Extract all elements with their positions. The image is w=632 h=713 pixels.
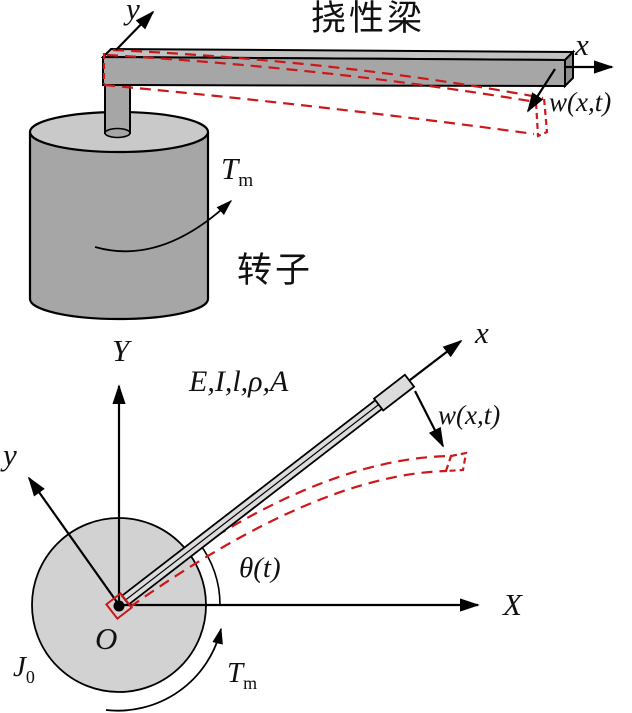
- origin-point: [113, 600, 125, 612]
- y-axis-label-bottom: y: [3, 437, 17, 472]
- deflected-top-front-edge: [106, 53, 537, 104]
- deflection-arrow-top: [527, 68, 556, 113]
- torque-arc-arrow-bottom: [105, 627, 223, 712]
- y-axis-label-top: y: [126, 0, 140, 26]
- y-axis-arrow-rotating: [27, 476, 120, 606]
- rotor-beam-3d-view: [28, 10, 614, 321]
- torque-label-bottom: Tm: [227, 657, 258, 693]
- Y-axis-label: Y: [112, 333, 130, 368]
- origin-label: O: [95, 621, 118, 656]
- flexible-beam-3d: [100, 47, 576, 89]
- deflected-top-back-edge: [112, 48, 544, 100]
- deflected-tip-section: [534, 96, 549, 138]
- deflection-arrow-bottom: [414, 390, 444, 448]
- beam-params-label: E,I,l,ρ,A: [189, 365, 289, 398]
- cylinder-body: [28, 132, 210, 321]
- deflected-lower-edge: [129, 469, 448, 608]
- theta-label: θ(t): [239, 552, 281, 584]
- deflected-bottom-edge: [103, 83, 535, 136]
- rotor-cylinder: [28, 110, 210, 321]
- x-axis-label-bottom: x: [475, 315, 489, 350]
- torque-arc-arrow-top: [94, 200, 233, 253]
- rotor-label: 转子: [237, 251, 314, 290]
- X-axis-label: X: [503, 587, 522, 622]
- x-axis-label-top: x: [575, 27, 589, 62]
- deflection-label-top: w(x,t): [549, 87, 612, 117]
- beam-centerline: [124, 381, 409, 601]
- rotating-beam-schematic: [27, 339, 480, 712]
- flexible-beam-title: 挠性梁: [311, 0, 426, 38]
- torque-label-top: Tm: [221, 151, 254, 192]
- deflected-beam-dashed-3d: [102, 48, 549, 138]
- deflection-label-bottom: w(x,t): [438, 400, 501, 430]
- deflected-tip-section: [444, 451, 468, 473]
- x-axis-arrow-beam: [409, 339, 463, 381]
- y-axis-arrow-top: [115, 10, 155, 51]
- rotor-shaft: [104, 84, 131, 139]
- beam-root-section-marker: [104, 591, 134, 621]
- beam-front-face: [102, 55, 566, 88]
- inertia-label: J0: [13, 651, 35, 687]
- beam-tip-element: [372, 373, 416, 412]
